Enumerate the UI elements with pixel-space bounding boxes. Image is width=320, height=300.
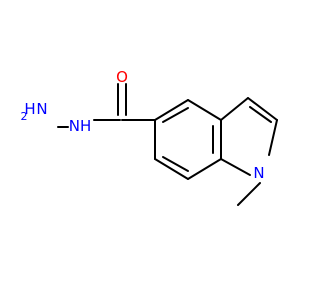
oxygen-label: O bbox=[116, 68, 128, 86]
amine-h-label: H bbox=[24, 100, 35, 118]
amine-n-label: N bbox=[36, 100, 47, 118]
molecule-canvas: O NH H N 2 N bbox=[0, 0, 300, 300]
bond-c2-n1 bbox=[268, 119, 278, 156]
bond-n-methyl bbox=[237, 182, 261, 206]
bond-c3-c2 bbox=[247, 97, 278, 121]
bond-c4-c3a bbox=[187, 99, 222, 121]
bond-inner-3 bbox=[162, 156, 189, 172]
bond-c5-c4 bbox=[154, 99, 189, 121]
bond-inner-1 bbox=[162, 107, 189, 123]
bond-c7-c6 bbox=[154, 158, 189, 180]
ring-nitrogen-label: N bbox=[253, 164, 264, 182]
background bbox=[0, 0, 300, 300]
structure-diagram: O NH H N 2 N bbox=[0, 0, 300, 300]
amide-nh-label: NH bbox=[69, 117, 92, 135]
amine-subscript: 2 bbox=[21, 110, 28, 123]
bond-c3a-c3 bbox=[220, 97, 249, 121]
bond-c3-c2-inner bbox=[249, 106, 272, 123]
bond-c7a-n1 bbox=[220, 158, 251, 176]
bond-c7a-c7 bbox=[187, 158, 222, 180]
